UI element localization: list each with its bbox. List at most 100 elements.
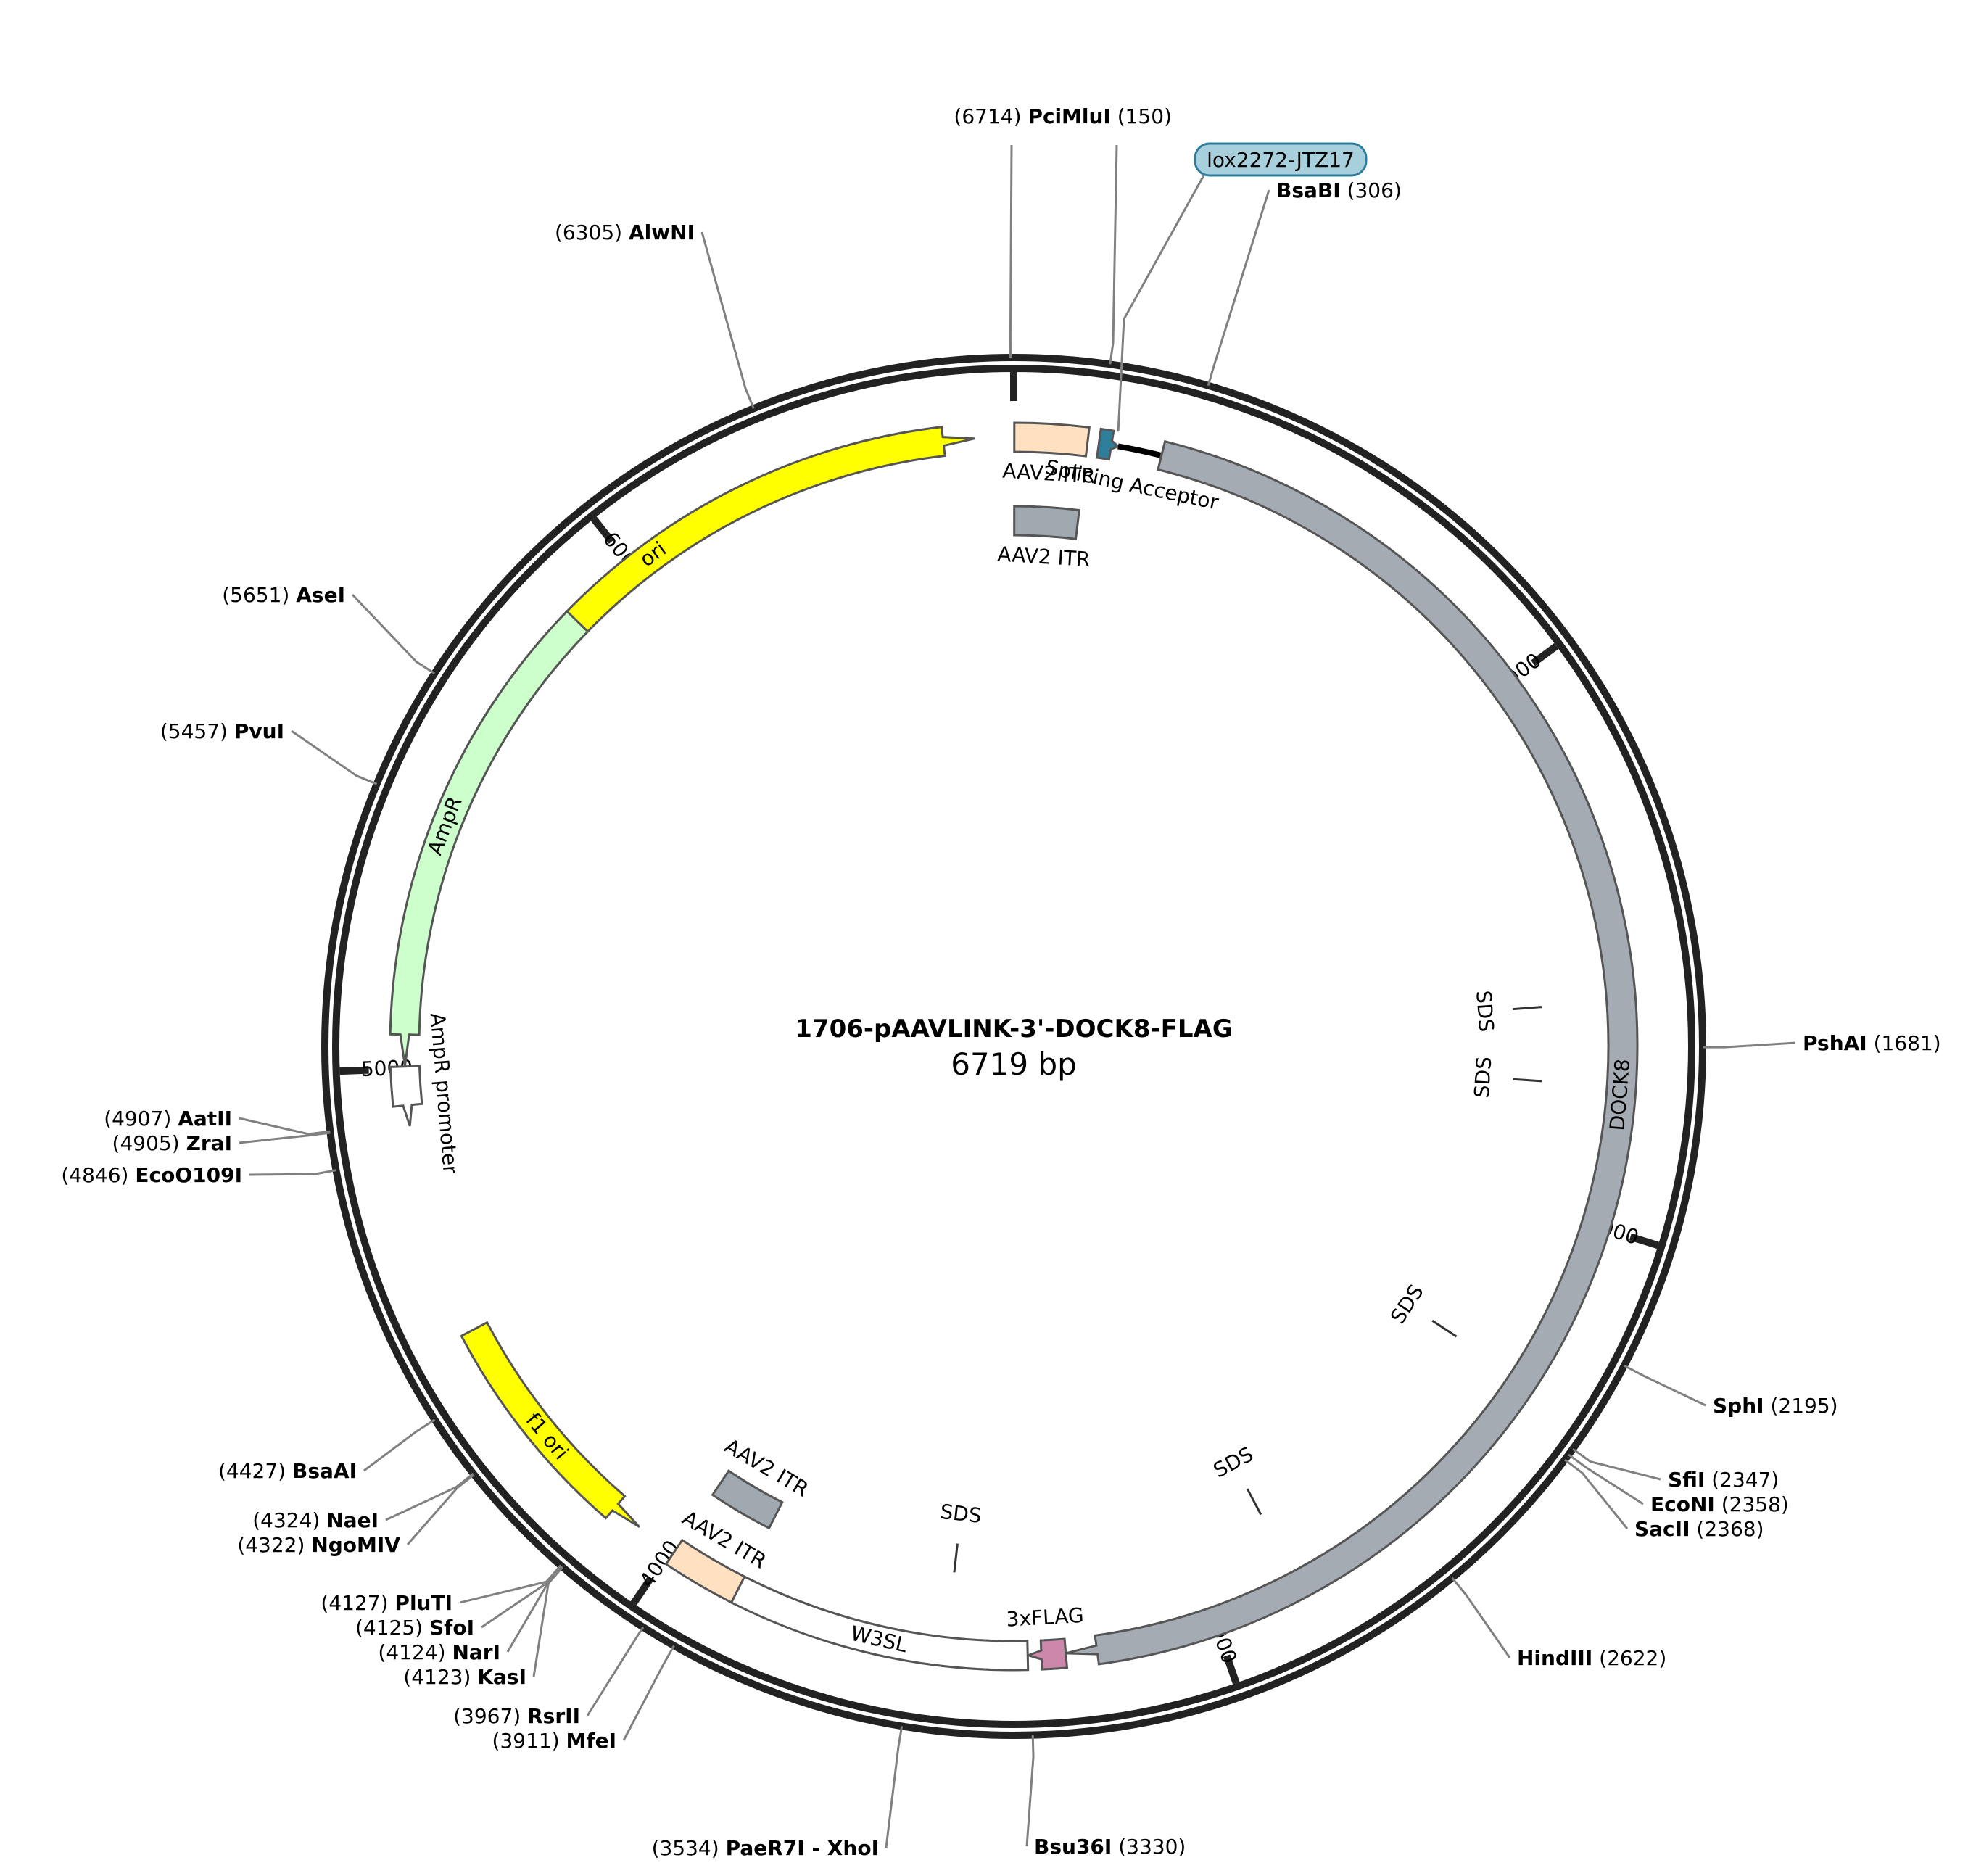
enzyme-leader — [1109, 144, 1118, 365]
enzyme-site-sacii[interactable]: SacII (2368) — [1564, 1458, 1764, 1541]
enzyme-leader — [385, 1472, 474, 1521]
enzyme-site-bsabi[interactable]: BsaBI (306) — [1207, 178, 1402, 387]
enzyme-label: (4127) PluTI — [321, 1591, 452, 1615]
enzyme-site-zrai[interactable]: (4905) ZraI — [112, 1131, 331, 1155]
enzyme-name: MfeI — [566, 1729, 616, 1753]
enzyme-site-paer7i-xhoi[interactable]: (3534) PaeR7I - XhoI — [652, 1726, 904, 1860]
enzyme-label: (3911) MfeI — [492, 1729, 616, 1753]
feature-flag[interactable] — [1025, 1637, 1069, 1671]
lox-leader — [1117, 175, 1205, 432]
enzyme-position: (5457) — [160, 719, 234, 743]
enzyme-position: (5651) — [222, 583, 296, 607]
feature-label-aav2-itr-1b: AAV2 ITR — [997, 542, 1091, 571]
enzyme-position: (306) — [1341, 178, 1402, 202]
enzyme-position: (2358) — [1715, 1492, 1789, 1516]
enzyme-site-asei[interactable]: (5651) AseI — [222, 583, 436, 674]
enzyme-site-naei[interactable]: (4324) NaeI — [252, 1472, 474, 1532]
feature-ampr-prom[interactable] — [389, 1065, 423, 1127]
enzyme-leader — [459, 1564, 562, 1604]
enzyme-leader — [1009, 144, 1013, 358]
tick-mark — [1629, 1233, 1660, 1249]
enzyme-label: BsaBI (306) — [1276, 178, 1402, 202]
enzyme-position: (2368) — [1690, 1517, 1764, 1541]
enzyme-position: (2195) — [1764, 1394, 1838, 1418]
enzyme-leader — [586, 1626, 645, 1716]
enzyme-leader — [1564, 1458, 1629, 1529]
enzyme-site-kasi[interactable]: (4123) KasI — [403, 1566, 564, 1689]
enzyme-leader — [506, 1566, 563, 1653]
enzyme-site-ecoo109i[interactable]: (4846) EcoO109I — [61, 1163, 336, 1187]
enzyme-site-bsu36i[interactable]: Bsu36I (3330) — [1025, 1735, 1186, 1859]
enzyme-site-ngomiv[interactable]: (4322) NgoMIV — [237, 1474, 475, 1557]
plasmid-length: 6719 bp — [951, 1046, 1077, 1082]
enzyme-site-hindiii[interactable]: HindIII (2622) — [1451, 1577, 1666, 1670]
feature-ori[interactable] — [431, 426, 975, 833]
enzyme-position: (4907) — [104, 1107, 178, 1131]
enzyme-site-sfii[interactable]: SfiI (2347) — [1572, 1447, 1779, 1492]
enzyme-site-sphi[interactable]: SphI (2195) — [1624, 1364, 1838, 1418]
enzyme-site-bsaai[interactable]: (4427) BsaAI — [218, 1418, 436, 1483]
enzyme-position: (4127) — [321, 1591, 394, 1615]
feature-aav2-itr-2b[interactable] — [711, 1469, 784, 1530]
enzyme-site-pvui[interactable]: (5457) PvuI — [160, 719, 378, 785]
enzyme-position: (4123) — [403, 1665, 477, 1689]
enzyme-name: KasI — [477, 1665, 526, 1689]
enzyme-name: RsrII — [527, 1704, 580, 1728]
enzyme-position: (4905) — [112, 1131, 186, 1155]
enzyme-name: AseI — [296, 583, 345, 607]
enzyme-position: (6714) — [954, 104, 1028, 128]
enzyme-label: (4427) BsaAI — [218, 1459, 357, 1483]
feature-aav2-itr-1[interactable] — [1013, 421, 1091, 458]
enzyme-name: Bsu36I — [1034, 1835, 1112, 1859]
enzyme-site-mfei[interactable]: (3911) MfeI — [492, 1645, 675, 1753]
enzyme-leader — [622, 1645, 675, 1741]
enzyme-name: EcoNI — [1650, 1492, 1715, 1516]
feature-dock8[interactable] — [1065, 439, 1639, 1666]
lox-tag[interactable]: lox2272-JTZ17 — [1194, 142, 1368, 177]
enzyme-label: (4322) NgoMIV — [237, 1533, 400, 1557]
enzyme-site-econi[interactable]: EcoNI (2358) — [1568, 1453, 1789, 1516]
enzyme-label: (4846) EcoO109I — [61, 1163, 242, 1187]
feature-splicing[interactable] — [1117, 443, 1162, 458]
enzyme-name: PluTI — [394, 1591, 452, 1615]
enzyme-label: (3967) RsrII — [453, 1704, 580, 1728]
plasmid-name: 1706-pAAVLINK-3'-DOCK8-FLAG — [795, 1015, 1232, 1044]
plasmid-backbone — [321, 354, 1706, 1739]
enzyme-site-pshai[interactable]: PshAI (1681) — [1702, 1031, 1941, 1055]
feature-ampr[interactable] — [389, 609, 590, 1067]
enzyme-name: NarI — [452, 1640, 500, 1664]
enzyme-position: (150) — [1111, 104, 1172, 128]
enzyme-leader — [363, 1418, 436, 1472]
enzyme-leader — [1207, 189, 1270, 387]
feature-f1ori[interactable] — [460, 1321, 641, 1529]
enzyme-position: (1681) — [1867, 1031, 1941, 1055]
sds-mark — [1431, 1319, 1458, 1338]
enzyme-site-pcii[interactable]: (6714) PciI — [954, 104, 1070, 358]
enzyme-site-aatii[interactable]: (4907) AatII — [104, 1107, 331, 1136]
feature-aav2-itr-1b[interactable] — [1013, 505, 1081, 540]
enzyme-label: (4124) NarI — [378, 1640, 500, 1664]
enzyme-label: PshAI (1681) — [1803, 1031, 1941, 1055]
feature-label-ampr-prom: AmpR promoter — [426, 1012, 463, 1175]
feature-lox[interactable] — [1095, 427, 1120, 461]
feature-w3sl[interactable] — [729, 1575, 1030, 1672]
enzyme-site-rsrii[interactable]: (3967) RsrII — [453, 1626, 645, 1728]
feature-aav2-itr-2[interactable] — [664, 1538, 746, 1604]
enzyme-leader — [885, 1726, 904, 1848]
enzyme-site-alwni[interactable]: (6305) AlwNI — [555, 220, 755, 409]
enzyme-leader — [406, 1474, 475, 1545]
enzyme-name: PshAI — [1803, 1031, 1867, 1055]
enzyme-name: AlwNI — [629, 220, 695, 244]
enzyme-label: EcoNI (2358) — [1650, 1492, 1789, 1516]
enzyme-site-pluti[interactable]: (4127) PluTI — [321, 1564, 562, 1615]
enzyme-label: SphI (2195) — [1713, 1394, 1838, 1418]
enzyme-site-mlui[interactable]: MluI (150) — [1062, 104, 1172, 365]
enzyme-leader — [1572, 1447, 1661, 1481]
enzyme-position: (4322) — [237, 1533, 311, 1557]
tick-mark — [630, 1577, 653, 1606]
enzyme-label: (3534) PaeR7I - XhoI — [652, 1836, 879, 1860]
backbone-inner-ring — [332, 365, 1695, 1728]
